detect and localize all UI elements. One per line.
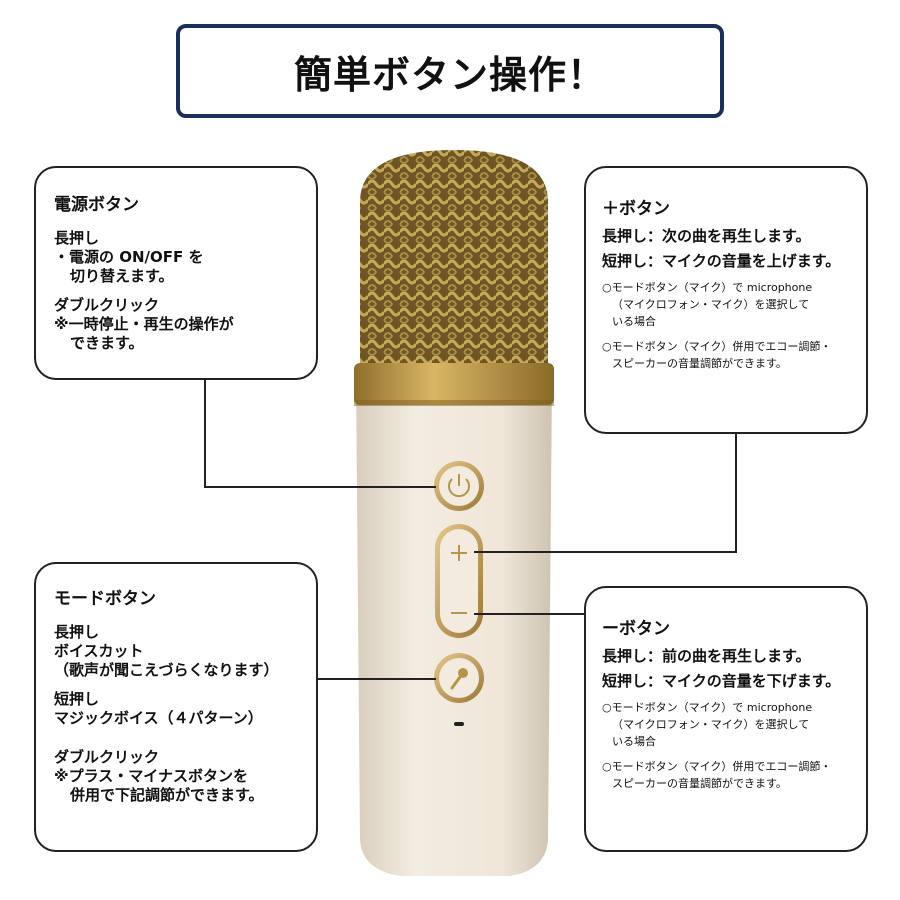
connector-minus-h	[474, 613, 586, 615]
connector-power-v	[204, 380, 206, 487]
mic-mesh	[360, 150, 548, 365]
minus-note-1-line: （マイクロフォン・マイク）を選択して	[612, 718, 810, 731]
minus-button-card: ーボタン 長押し：前の曲を再生します。 短押し：マイクの音量を下げます。 ○モー…	[584, 586, 868, 852]
mode-double-click-title: ダブルクリック	[54, 748, 160, 766]
microphone-icon	[450, 668, 468, 690]
plus-card-heading: ＋ボタン	[602, 199, 670, 219]
mode-long-press-line: （歌声が聞こえづらくなります）	[54, 661, 279, 679]
power-long-press-title: 長押し	[54, 229, 100, 247]
plus-note-1-line: （マイクロフォン・マイク）を選択して	[612, 298, 810, 311]
plus-note-1: ○モードボタン（マイク）で microphone （マイクロフォン・マイク）を選…	[602, 279, 852, 330]
plus-note-1-line: ○モードボタン（マイク）で microphone	[602, 281, 813, 294]
power-long-press-line: 切り替えます。	[70, 267, 174, 285]
mode-long-press-line: ボイスカット	[54, 642, 144, 660]
minus-note-1-line: ○モードボタン（マイク）で microphone	[602, 701, 813, 714]
power-long-press-line: ・電源の ON/OFF を	[54, 248, 204, 266]
minus-card-heading: ーボタン	[602, 619, 670, 639]
power-button-card: 電源ボタン 長押し ・電源の ON/OFF を 切り替えます。 ダブルクリック …	[34, 166, 318, 380]
connector-power-h	[204, 486, 436, 488]
minus-note-2: ○モードボタン（マイク）併用でエコー調節・ スピーカーの音量調節ができます。	[602, 758, 852, 792]
indicator-light	[454, 722, 464, 726]
power-card-heading: 電源ボタン	[54, 195, 139, 215]
power-double-click-title: ダブルクリック	[54, 296, 160, 314]
connector-plus-h	[474, 551, 737, 553]
mode-short-press-line: マジックボイス（４パターン）	[54, 709, 263, 727]
mode-double-click-line: 併用で下記調節ができます。	[70, 786, 264, 804]
connector-mode-h	[316, 678, 436, 680]
power-icon	[448, 474, 470, 498]
mode-double-click-line: ※プラス・マイナスボタンを	[54, 767, 248, 785]
power-button[interactable]	[434, 461, 484, 511]
plus-short-press: 短押し：マイクの音量を上げます。	[602, 252, 841, 270]
plus-note-2-line: ○モードボタン（マイク）併用でエコー調節・	[602, 340, 832, 353]
minus-note-1: ○モードボタン（マイク）で microphone （マイクロフォン・マイク）を選…	[602, 699, 852, 750]
minus-note-1-line: いる場合	[612, 735, 656, 748]
minus-short-press: 短押し：マイクの音量を下げます。	[602, 672, 841, 690]
plus-long-press: 長押し：次の曲を再生します。	[602, 227, 811, 245]
title-box: 簡単ボタン操作！	[176, 24, 724, 118]
minus-note-2-line: ○モードボタン（マイク）併用でエコー調節・	[602, 760, 832, 773]
mic-ring	[354, 363, 554, 405]
volume-rocker[interactable]	[435, 524, 483, 638]
power-double-click-line: ※一時停止・再生の操作が	[54, 315, 234, 333]
minus-long-press: 長押し：前の曲を再生します。	[602, 647, 811, 665]
plus-note-1-line: いる場合	[612, 315, 656, 328]
mode-button-card: モードボタン 長押し ボイスカット （歌声が聞こえづらくなります） 短押し マジ…	[34, 562, 318, 852]
mode-button[interactable]	[434, 653, 484, 703]
plus-button-card: ＋ボタン 長押し：次の曲を再生します。 短押し：マイクの音量を上げます。 ○モー…	[584, 166, 868, 434]
plus-icon	[451, 545, 467, 561]
page-title: 簡単ボタン操作！	[293, 52, 606, 97]
plus-note-2-line: スピーカーの音量調節ができます。	[612, 357, 787, 370]
mode-card-heading: モードボタン	[54, 589, 156, 609]
plus-note-2: ○モードボタン（マイク）併用でエコー調節・ スピーカーの音量調節ができます。	[602, 338, 852, 372]
minus-note-2-line: スピーカーの音量調節ができます。	[612, 777, 787, 790]
mode-long-press-title: 長押し	[54, 623, 100, 641]
connector-plus-v	[735, 432, 737, 552]
power-double-click-line: できます。	[70, 334, 144, 352]
mode-short-press-title: 短押し	[54, 690, 100, 708]
